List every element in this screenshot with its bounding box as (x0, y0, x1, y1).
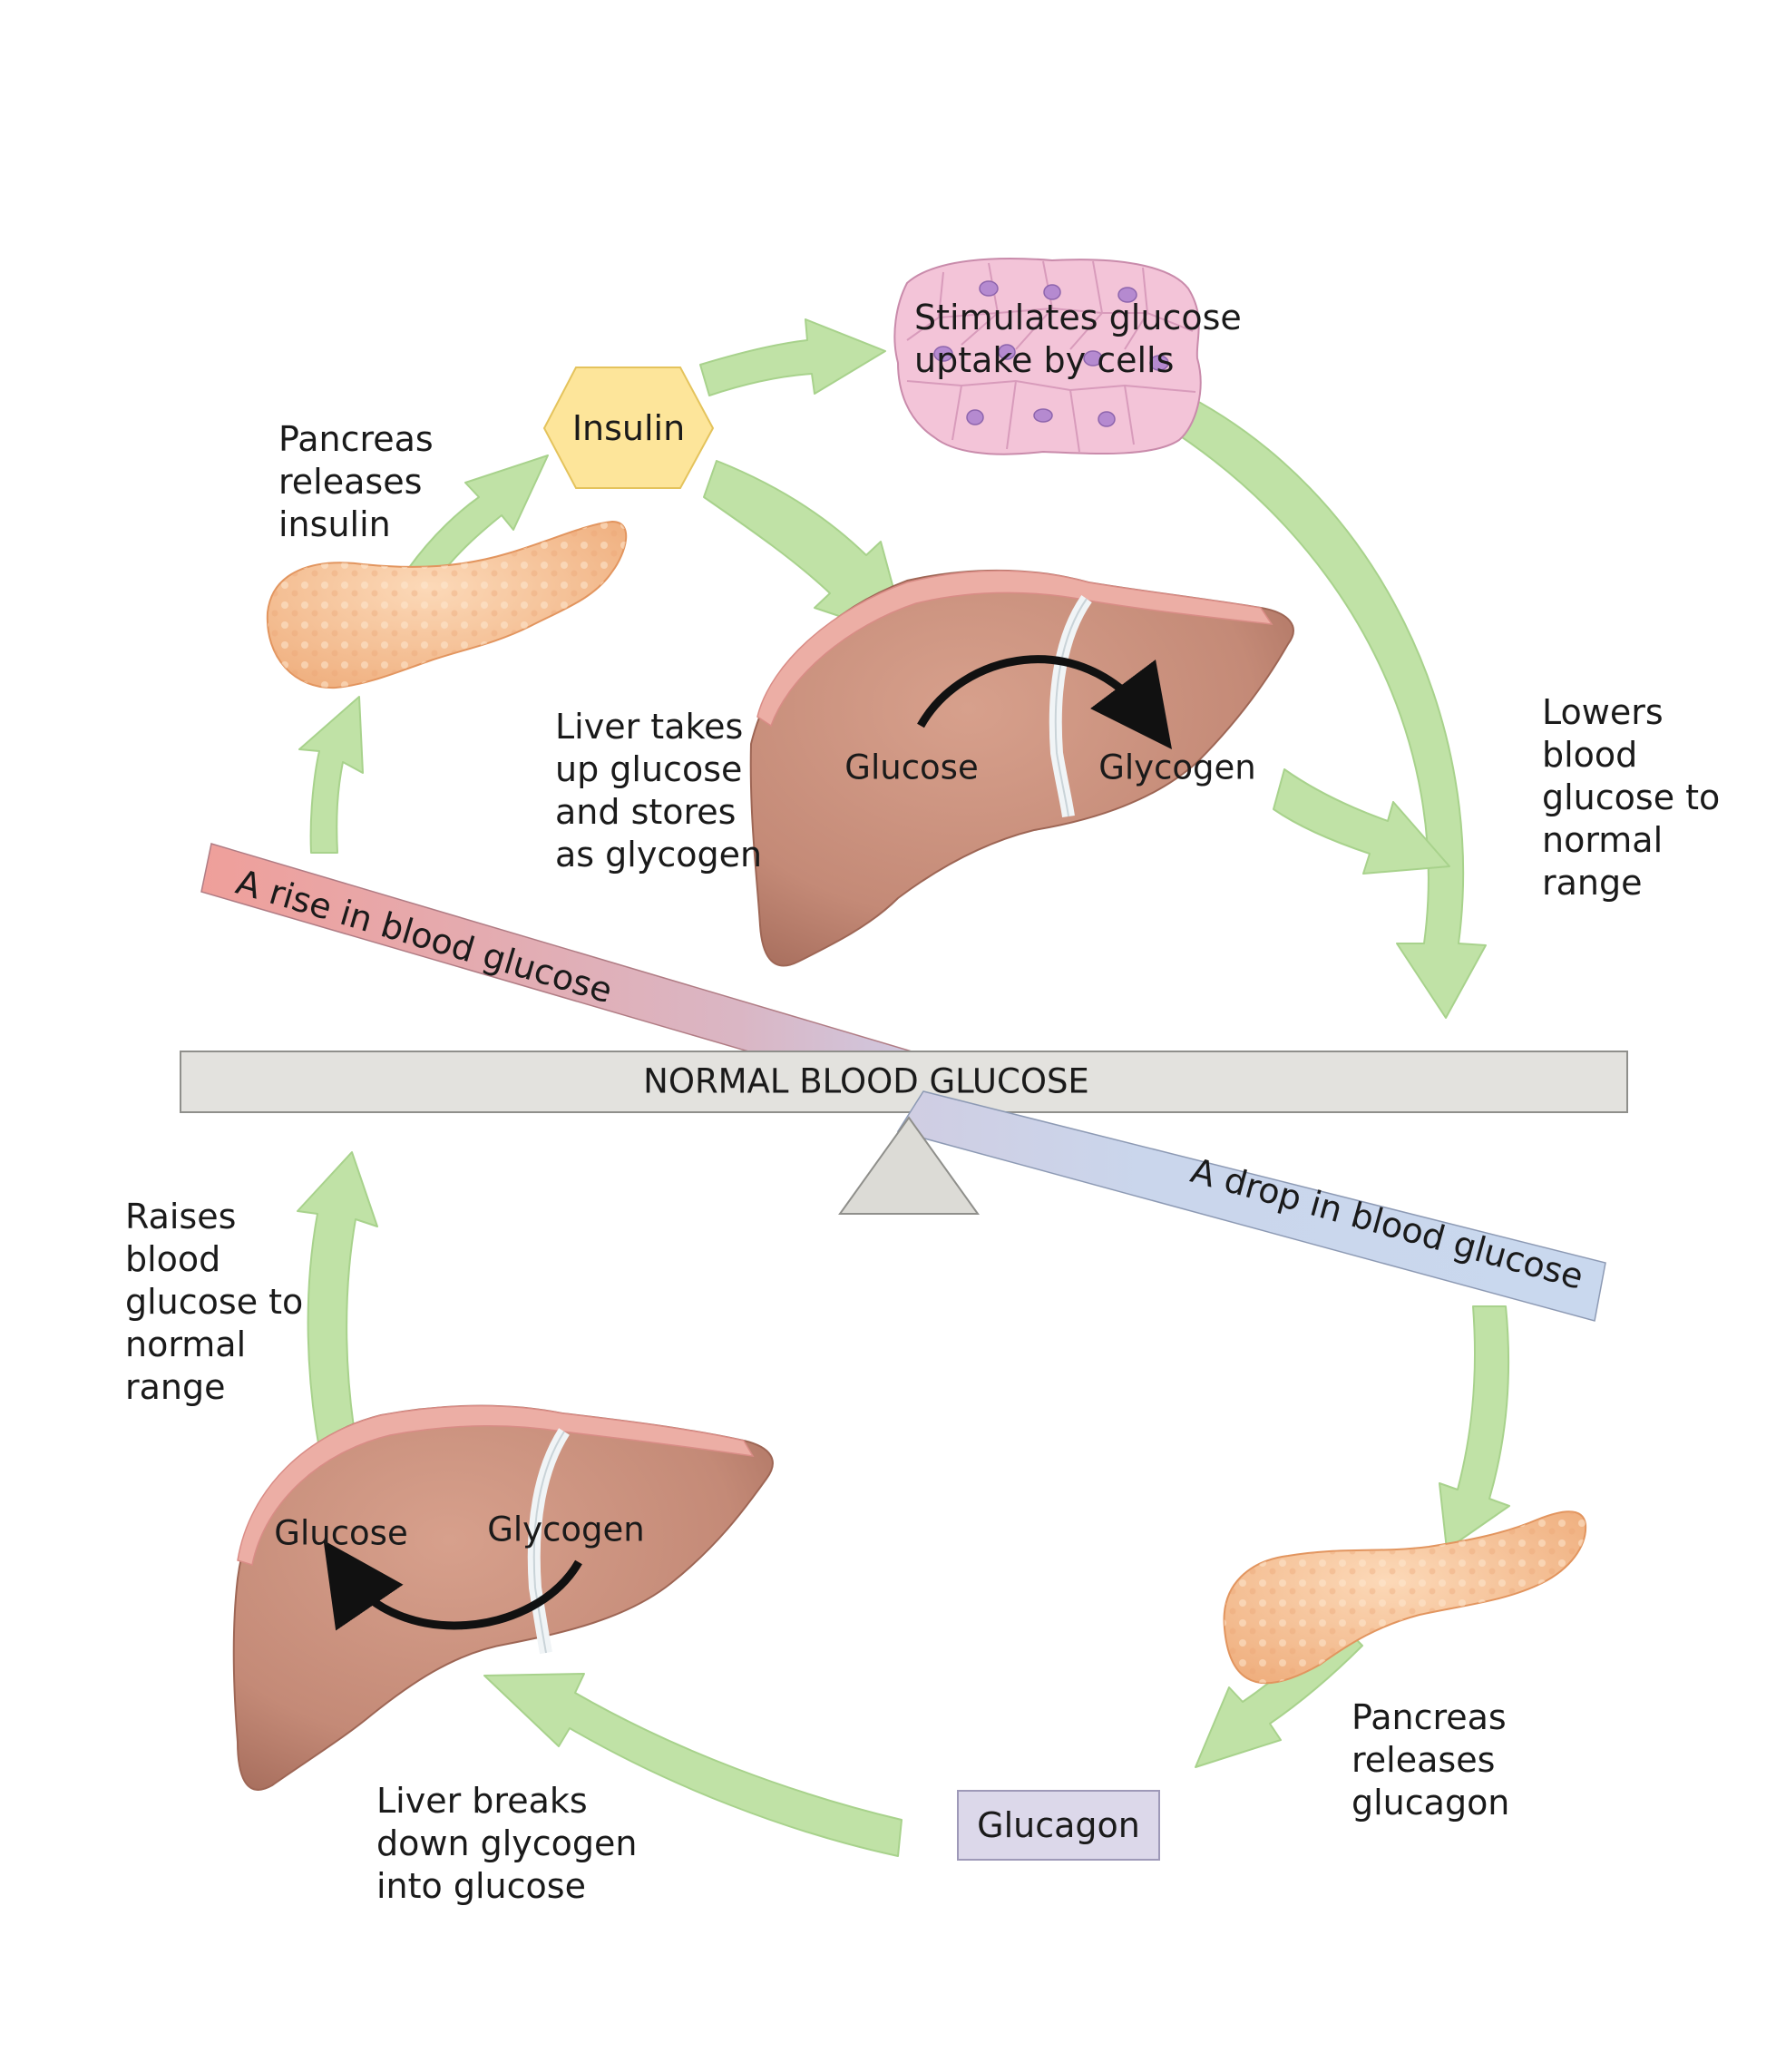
raises-label: Raises blood glucose to normal range (125, 1196, 303, 1409)
stimulates-label: Stimulates glucose uptake by cells (914, 297, 1242, 382)
arrow-liver-to-normal (1273, 768, 1450, 875)
raises-line-2: blood (125, 1239, 221, 1279)
liver-takes-label: Liver takes up glucose and stores as gly… (555, 706, 762, 876)
liver-takes-line-4: as glycogen (555, 835, 763, 875)
fulcrum (838, 1116, 980, 1215)
raises-line-4: normal (125, 1324, 247, 1364)
arrow-insulin-to-cells (699, 318, 886, 396)
lowers-line-2: blood (1542, 735, 1638, 775)
lowers-line-1: Lowers (1542, 692, 1664, 732)
drop-bar (896, 1090, 1606, 1322)
raises-line-1: Raises (125, 1197, 237, 1236)
pancreas-glucagon-line-3: glucagon (1352, 1783, 1510, 1823)
raises-line-3: glucose to (125, 1282, 304, 1322)
pancreas-bottom (1223, 1510, 1587, 1685)
bottom-liver-glycogen-label: Glycogen (487, 1510, 645, 1549)
lowers-line-5: range (1542, 863, 1643, 903)
arrow-rise-to-pancreas (298, 696, 364, 854)
bottom-liver-glucose-label: Glucose (274, 1513, 408, 1553)
lowers-line-4: normal (1542, 820, 1664, 860)
pancreas-insulin-label: Pancreas releases insulin (278, 418, 434, 546)
insulin-label: Insulin (571, 408, 686, 448)
liver-top (749, 569, 1294, 967)
pancreas-glucagon-label: Pancreas releases glucagon (1352, 1696, 1509, 1824)
pancreas-glucagon-line-2: releases (1352, 1740, 1496, 1780)
arrow-cells-to-normal (1162, 389, 1487, 1019)
glucagon-box (957, 1790, 1160, 1861)
lowers-line-3: glucose to (1542, 777, 1721, 817)
pancreas-top (266, 520, 628, 689)
pancreas-insulin-line-2: releases (278, 462, 423, 502)
insulin-hexagon (542, 367, 715, 489)
arrow-glucagon-to-liver (483, 1673, 903, 1857)
liver-takes-line-3: and stores (555, 792, 737, 832)
pancreas-insulin-line-3: insulin (278, 504, 391, 544)
lowers-label: Lowers blood glucose to normal range (1542, 691, 1720, 904)
arrow-pancreas-to-insulin (407, 454, 549, 585)
liver-breaks-line-3: into glucose (376, 1866, 586, 1906)
liver-bottom (232, 1404, 774, 1791)
raises-line-5: range (125, 1367, 226, 1407)
liver-breaks-line-1: Liver breaks (376, 1781, 588, 1821)
liver-breaks-line-2: down glycogen (376, 1823, 638, 1863)
liver-takes-line-1: Liver takes (555, 707, 744, 747)
normal-blood-glucose-bar (180, 1051, 1628, 1113)
top-liver-glycogen-label: Glycogen (1098, 748, 1256, 787)
top-liver-glucose-label: Glucose (844, 748, 979, 787)
arrow-drop-to-pancreas (1439, 1305, 1510, 1550)
stimulates-line-1: Stimulates glucose (914, 298, 1242, 337)
liver-takes-line-2: up glucose (555, 749, 743, 789)
normal-blood-glucose-label: NORMAL BLOOD GLUCOSE (643, 1061, 1089, 1101)
cells-cluster (893, 258, 1202, 455)
liver-breaks-label: Liver breaks down glycogen into glucose (376, 1780, 638, 1908)
pancreas-glucagon-line-1: Pancreas (1352, 1697, 1507, 1737)
arrow-liver-to-normal-bottom (297, 1151, 378, 1478)
glucagon-label: Glucagon (977, 1805, 1140, 1845)
stimulates-line-2: uptake by cells (914, 340, 1175, 380)
pancreas-insulin-line-1: Pancreas (278, 419, 434, 459)
